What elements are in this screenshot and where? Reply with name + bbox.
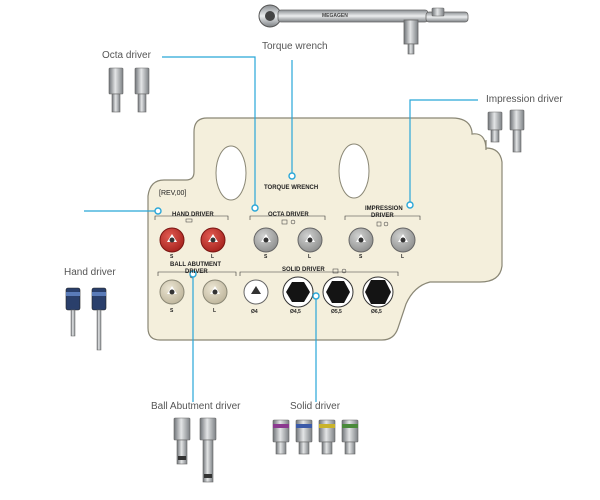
impression-driver-size-l: L — [401, 254, 405, 260]
tray-impression-label-2: DRIVER — [371, 213, 394, 219]
solid-driver-socket-6-5 — [362, 276, 394, 308]
octa-driver-size-s: S — [264, 254, 268, 260]
tray-slot-left — [215, 145, 247, 201]
solid-driver-socket-5-5 — [322, 276, 354, 308]
kit-tray — [147, 117, 503, 341]
callout-torque-wrench: Torque wrench — [262, 41, 328, 52]
hand-driver-size-s: S — [170, 254, 174, 260]
callout-octa-driver: Octa driver — [102, 50, 151, 61]
ball-abutment-socket-s — [159, 279, 185, 305]
ball-abutment-size-l: L — [213, 308, 217, 314]
octa-driver-socket-l — [297, 227, 323, 253]
tray-torque-wrench-label: TORQUE WRENCH — [264, 185, 319, 191]
solid-driver-socket-4-5 — [282, 276, 314, 308]
octa-driver-size-l: L — [308, 254, 312, 260]
ball-abutment-size-s: S — [170, 308, 174, 314]
ball-abutment-driver-icon — [173, 417, 217, 483]
wrench-brand-text: MEGAGEN — [322, 13, 348, 19]
solid-driver-icon — [272, 419, 359, 455]
solid-driver-size-4-5: Ø4,5 — [290, 309, 301, 315]
tray-octa-driver-label: OCTA DRIVER — [268, 212, 309, 218]
hand-driver-socket-s — [159, 227, 185, 253]
torque-wrench-icon — [258, 4, 469, 55]
solid-driver-socket-4 — [243, 279, 269, 305]
octa-driver-socket-s — [253, 227, 279, 253]
solid-driver-size-4: Ø4 — [251, 309, 258, 315]
callout-ball-abutment-driver: Ball Abutment driver — [151, 401, 241, 412]
tray-slot-right — [338, 143, 370, 199]
solid-driver-size-5-5: Ø5,5 — [331, 309, 342, 315]
tray-impression-label-1: IMPRESSION — [365, 206, 403, 212]
octa-driver-icon — [108, 67, 150, 113]
ball-abutment-socket-l — [202, 279, 228, 305]
callout-hand-driver: Hand driver — [64, 267, 116, 278]
hand-driver-socket-l — [200, 227, 226, 253]
hand-driver-icon — [65, 287, 107, 351]
leader-lines — [84, 56, 478, 402]
hand-driver-size-l: L — [211, 254, 215, 260]
callout-solid-driver: Solid driver — [290, 401, 341, 412]
tray-ball-abutment-label-2: DRIVER — [185, 269, 208, 275]
solid-driver-size-6-5: Ø6,5 — [371, 309, 382, 315]
impression-driver-size-s: S — [359, 254, 363, 260]
impression-driver-socket-s — [348, 227, 374, 253]
tray-hand-driver-label: HAND DRIVER — [172, 212, 214, 218]
tray-revision: [REV,00] — [159, 190, 187, 197]
callout-impression-driver: Impression driver — [486, 94, 563, 105]
tray-ball-abutment-label-1: BALL ABUTMENT — [170, 262, 221, 268]
tray-solid-driver-label: SOLID DRIVER — [282, 267, 325, 273]
impression-driver-icon — [487, 109, 525, 153]
impression-driver-socket-l — [390, 227, 416, 253]
